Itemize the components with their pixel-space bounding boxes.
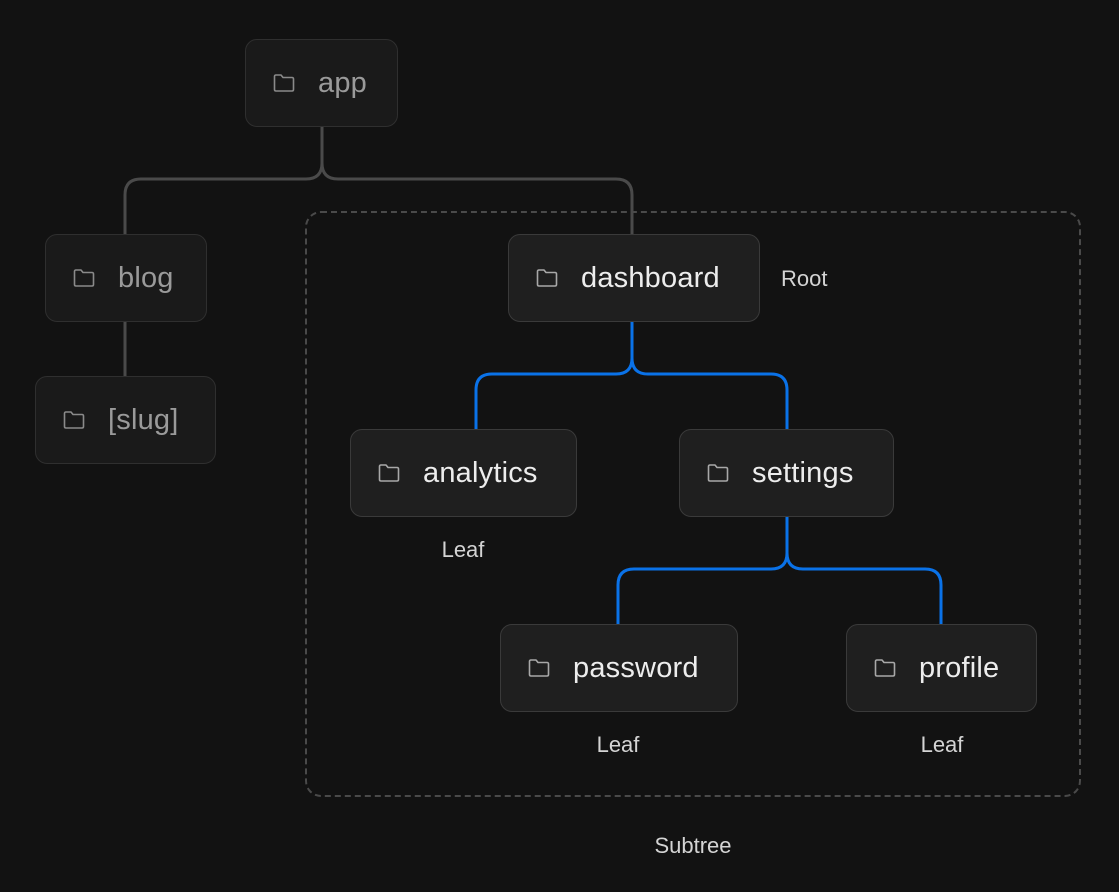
edge-dashboard-settings	[630, 321, 789, 429]
folder-icon	[874, 659, 896, 677]
folder-icon	[273, 74, 295, 92]
leaf-annotation: Leaf	[596, 732, 640, 757]
node-label: profile	[919, 651, 1000, 684]
node-label: settings	[752, 456, 854, 489]
node-label: [slug]	[108, 403, 179, 436]
leaf-annotation: Leaf	[920, 732, 964, 757]
node-label: dashboard	[581, 261, 720, 294]
subtree-boundary	[305, 211, 1081, 797]
node-label: password	[573, 651, 699, 684]
edge-settings-password	[616, 516, 789, 624]
folder-icon	[73, 269, 95, 287]
root-annotation: Root	[781, 266, 828, 291]
folder-icon	[528, 659, 550, 677]
node-label: app	[318, 66, 367, 99]
node-app[interactable]: app	[245, 39, 398, 127]
node-dashboard[interactable]: dashboard	[508, 234, 760, 322]
node-label: analytics	[423, 456, 538, 489]
node-profile[interactable]: profile	[846, 624, 1037, 712]
folder-icon	[707, 464, 729, 482]
edge-dashboard-analytics	[474, 321, 634, 429]
node-label: blog	[118, 261, 174, 294]
leaf-annotation: Leaf	[441, 537, 485, 562]
edge-app-blog	[123, 126, 324, 234]
folder-icon	[63, 411, 85, 429]
edge-app-dashboard	[320, 126, 634, 234]
subtree-caption: Subtree	[654, 833, 732, 858]
edge-settings-profile	[785, 516, 943, 624]
node-password[interactable]: password	[500, 624, 738, 712]
node-slug[interactable]: [slug]	[35, 376, 216, 464]
node-blog[interactable]: blog	[45, 234, 207, 322]
folder-icon	[536, 269, 558, 287]
node-settings[interactable]: settings	[679, 429, 894, 517]
folder-icon	[378, 464, 400, 482]
node-analytics[interactable]: analytics	[350, 429, 577, 517]
